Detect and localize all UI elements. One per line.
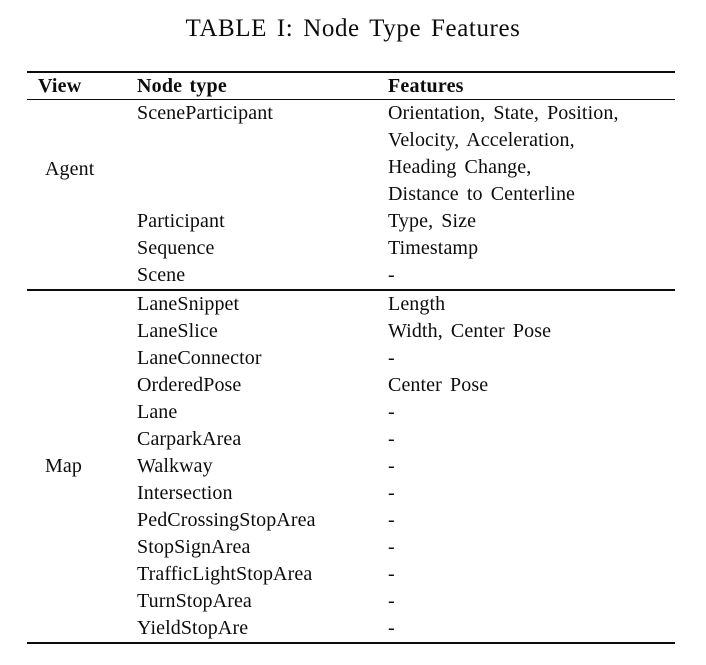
map-group: Map LaneSnippet Length LaneSlice Width, … bbox=[27, 290, 675, 643]
features-cell: Center Pose bbox=[388, 374, 489, 396]
features-cell: - bbox=[388, 617, 395, 639]
table-row: CarparkArea - bbox=[27, 426, 675, 453]
node-type-cell: Lane bbox=[137, 401, 178, 423]
features-cell: - bbox=[388, 536, 395, 558]
features-cell: - bbox=[388, 264, 395, 286]
node-type-cell: Participant bbox=[137, 210, 225, 232]
features-cell: Width, Center Pose bbox=[388, 320, 552, 342]
col-header-node-type: Node type bbox=[137, 75, 227, 97]
table-row: Agent SceneParticipant Orientation, Stat… bbox=[27, 100, 675, 209]
table-row: Participant Type, Size bbox=[27, 208, 675, 235]
table-row: TrafficLightStopArea - bbox=[27, 561, 675, 588]
features-cell: - bbox=[388, 401, 395, 423]
node-type-cell: LaneSlice bbox=[137, 320, 218, 342]
node-type-cell: SceneParticipant bbox=[137, 102, 273, 124]
view-label-agent: Agent bbox=[45, 158, 95, 180]
features-cell: - bbox=[388, 509, 395, 531]
features-cell: - bbox=[388, 347, 395, 369]
node-type-cell: Intersection bbox=[137, 482, 233, 504]
node-type-cell: CarparkArea bbox=[137, 428, 242, 450]
node-type-cell: PedCrossingStopArea bbox=[137, 509, 316, 531]
node-type-cell: Scene bbox=[137, 264, 186, 286]
node-type-cell: LaneSnippet bbox=[137, 293, 240, 315]
node-type-features-table: View Node type Features Agent SceneParti… bbox=[27, 71, 675, 644]
table-row: Map LaneSnippet Length bbox=[27, 290, 675, 477]
features-cell: - bbox=[388, 428, 395, 450]
features-cell: - bbox=[388, 455, 395, 477]
col-header-view: View bbox=[38, 75, 82, 97]
table-row: Intersection - bbox=[27, 480, 675, 507]
node-type-cell: StopSignArea bbox=[137, 536, 251, 558]
table-row: PedCrossingStopArea - bbox=[27, 507, 675, 534]
node-type-cell: YieldStopAre bbox=[137, 617, 249, 639]
table-row: StopSignArea - bbox=[27, 534, 675, 561]
features-cell: - bbox=[388, 563, 395, 585]
table-row: YieldStopAre - bbox=[27, 615, 675, 643]
table-row: Sequence Timestamp bbox=[27, 235, 675, 262]
table-row: Lane - bbox=[27, 399, 675, 426]
view-label-map: Map bbox=[45, 455, 82, 477]
features-cell: Timestamp bbox=[388, 237, 479, 259]
col-header-features: Features bbox=[388, 75, 464, 97]
node-type-cell: OrderedPose bbox=[137, 374, 242, 396]
node-type-cell: Sequence bbox=[137, 237, 215, 259]
node-type-cell: TrafficLightStopArea bbox=[137, 563, 313, 585]
features-cell: Orientation, State, Position, Velocity, … bbox=[388, 102, 619, 205]
table-row: Walkway - bbox=[27, 453, 675, 480]
view-cell-agent: Agent bbox=[27, 100, 137, 291]
table-row: LaneSlice Width, Center Pose bbox=[27, 318, 675, 345]
agent-group: Agent SceneParticipant Orientation, Stat… bbox=[27, 100, 675, 290]
header-row: View Node type Features bbox=[27, 72, 675, 100]
node-type-cell: LaneConnector bbox=[137, 347, 262, 369]
features-cell: Length bbox=[388, 293, 446, 315]
features-cell: - bbox=[388, 590, 395, 612]
table-caption: TABLE I: Node Type Features bbox=[185, 15, 521, 42]
view-cell-map: Map bbox=[27, 290, 137, 643]
table-row: Scene - bbox=[27, 262, 675, 290]
node-type-cell: Walkway bbox=[137, 455, 213, 477]
table-row: OrderedPose Center Pose bbox=[27, 372, 675, 399]
table-row: TurnStopArea - bbox=[27, 588, 675, 615]
table-row: LaneConnector - bbox=[27, 345, 675, 372]
features-cell: - bbox=[388, 482, 395, 504]
features-cell: Type, Size bbox=[388, 210, 477, 232]
node-type-cell: TurnStopArea bbox=[137, 590, 252, 612]
